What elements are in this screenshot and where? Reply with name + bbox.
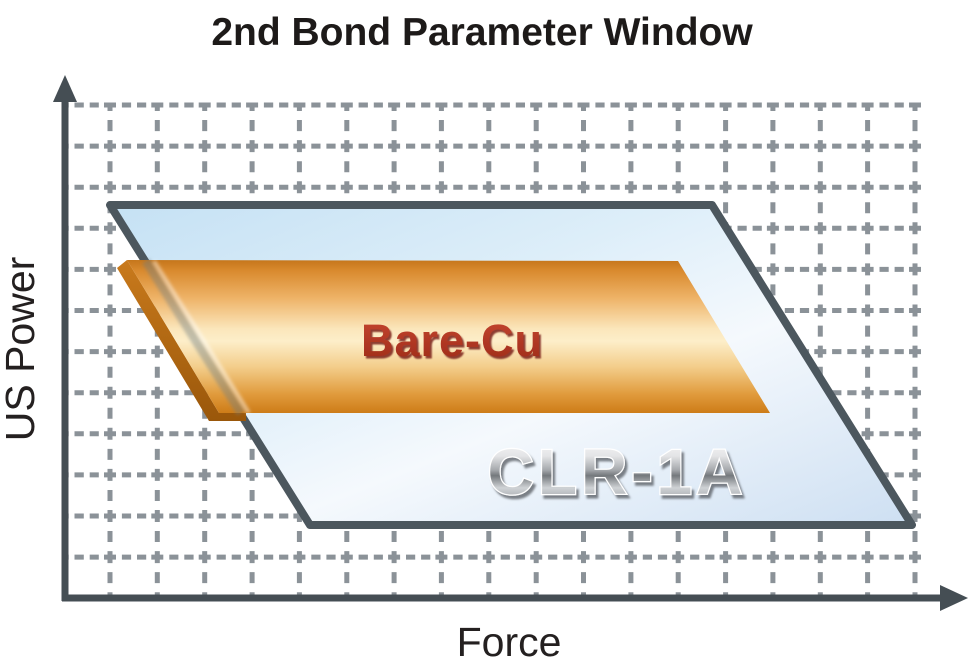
barecu-region-label: Bare-Cu <box>361 315 543 366</box>
figure-title: 2nd Bond Parameter Window <box>211 11 753 54</box>
barecu-band-underside <box>117 260 246 421</box>
barecu-window-shape <box>127 260 770 413</box>
clr1a-region-label: CLR-1A <box>488 436 747 508</box>
axes <box>53 75 968 611</box>
border-seen-through-band <box>142 258 251 416</box>
y-axis-label: US Power <box>0 257 43 442</box>
y-axis-arrow-icon <box>53 75 77 102</box>
x-axis-arrow-icon <box>940 585 968 611</box>
x-axis-label: Force <box>457 619 562 665</box>
